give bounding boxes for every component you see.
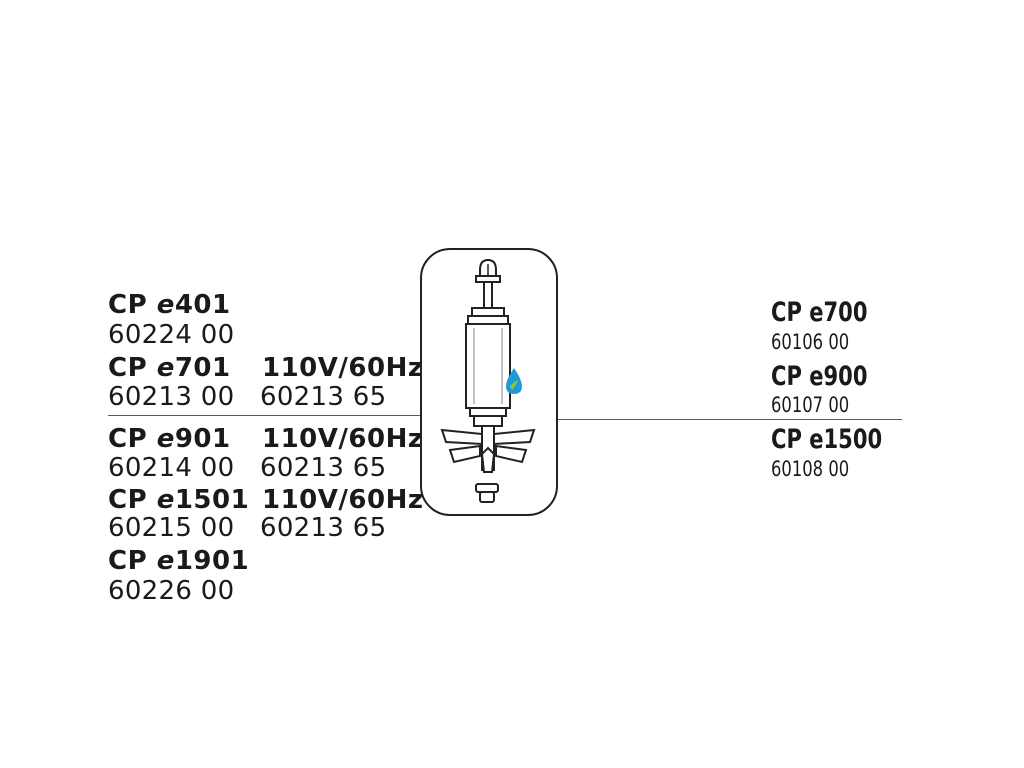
model-label-cp-e901: CP e901 (108, 424, 231, 454)
part-number-cp-e700: 60106 00 (771, 330, 850, 354)
part-number-cp-e1501: 60215 00 (108, 513, 235, 543)
alt-part-number-cp-e901: 60213 65 (260, 453, 387, 483)
right-divider-line (558, 419, 902, 420)
impeller-icon (440, 258, 536, 503)
alt-part-number-cp-e701: 60213 65 (260, 382, 387, 412)
part-number-cp-e701: 60213 00 (108, 382, 235, 412)
impeller-illustration-frame (420, 248, 558, 516)
voltage-label-cp-e901: 110V/60Hz (262, 424, 424, 454)
model-label-cp-e1901: CP e1901 (108, 546, 250, 576)
model-label-cp-e401: CP e401 (108, 290, 231, 320)
part-number-cp-e901: 60214 00 (108, 453, 235, 483)
part-number-cp-e1901: 60226 00 (108, 576, 235, 606)
part-number-cp-e1500: 60108 00 (771, 457, 850, 481)
model-label-cp-e900: CP e900 (771, 361, 868, 392)
voltage-label-cp-e701: 110V/60Hz (262, 353, 424, 383)
part-number-cp-e401: 60224 00 (108, 320, 235, 350)
water-drop-icon (506, 368, 522, 394)
model-label-cp-e1501: CP e1501 (108, 485, 250, 515)
voltage-label-cp-e1501: 110V/60Hz (262, 485, 424, 515)
left-divider-line (108, 415, 420, 416)
model-label-cp-e1500: CP e1500 (771, 424, 883, 455)
part-number-cp-e900: 60107 00 (771, 393, 850, 417)
model-label-cp-e700: CP e700 (771, 297, 868, 328)
model-label-cp-e701: CP e701 (108, 353, 231, 383)
alt-part-number-cp-e1501: 60213 65 (260, 513, 387, 543)
